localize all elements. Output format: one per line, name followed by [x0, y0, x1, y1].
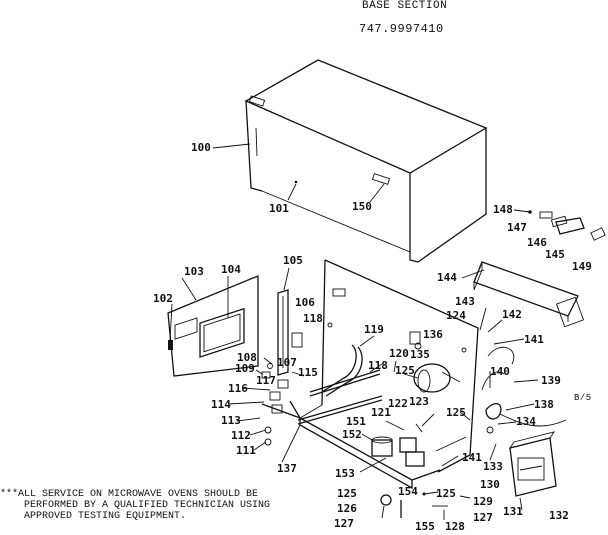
callout-119: 119	[364, 323, 384, 336]
callout-153: 153	[335, 467, 355, 480]
callout-117: 117	[256, 374, 276, 387]
callout-135: 135	[410, 348, 430, 361]
callout-140: 140	[490, 365, 510, 378]
callout-129: 129	[473, 495, 493, 508]
callout-136: 136	[423, 328, 443, 341]
callout-149: 149	[572, 260, 592, 273]
callout-131: 131	[503, 505, 523, 518]
callout-101: 101	[269, 202, 289, 215]
callout-126: 126	[337, 502, 357, 515]
callout-139: 139	[541, 374, 561, 387]
callout-100: 100	[191, 141, 211, 154]
callout-125d: 125	[436, 487, 456, 500]
callout-121: 121	[371, 406, 391, 419]
callout-130: 130	[480, 478, 500, 491]
callout-127b: 127	[473, 511, 493, 524]
callout-151: 151	[346, 415, 366, 428]
service-note-line-3: APPROVED TESTING EQUIPMENT.	[0, 511, 187, 522]
callout-102: 102	[153, 292, 173, 305]
duct-drawing	[321, 344, 363, 397]
callout-148: 148	[493, 203, 513, 216]
callout-134: 134	[516, 415, 536, 428]
callout-103: 103	[184, 265, 204, 278]
callout-112: 112	[231, 429, 251, 442]
callout-141a: 141	[524, 333, 544, 346]
magnetron-drawing	[409, 331, 461, 393]
transformer-drawing	[508, 431, 557, 497]
callout-144: 144	[437, 271, 457, 284]
page-reference: B/5	[574, 393, 592, 403]
callout-125a: 125	[395, 364, 415, 377]
base-frame-drawing	[289, 259, 479, 490]
callout-107: 107	[277, 356, 297, 369]
callout-145: 145	[545, 248, 565, 261]
callout-125b: 125	[446, 406, 466, 419]
callout-154: 154	[398, 485, 418, 498]
latch-strip-drawing	[277, 289, 303, 376]
callout-109: 109	[235, 362, 255, 375]
callout-143: 143	[455, 295, 475, 308]
callout-125c: 125	[337, 487, 357, 500]
callout-120: 120	[389, 347, 409, 360]
outer-cabinet-drawing	[244, 59, 488, 263]
thermal-parts-drawing	[371, 423, 425, 467]
callout-115: 115	[298, 366, 318, 379]
callout-111: 111	[236, 444, 256, 457]
callout-118b: 118	[368, 359, 388, 372]
callout-133: 133	[483, 460, 503, 473]
callout-113: 113	[221, 414, 241, 427]
model-number: 747.9997410	[359, 22, 444, 36]
filter-board-drawing	[473, 210, 606, 328]
callout-104: 104	[221, 263, 241, 276]
callout-127a: 127	[334, 517, 354, 530]
callout-142: 142	[502, 308, 522, 321]
service-note-line-1: ***ALL SERVICE ON MICROWAVE OVENS SHOULD…	[0, 489, 259, 500]
callout-118a: 118	[303, 312, 323, 325]
callout-141b: 141	[462, 451, 482, 464]
callout-146: 146	[527, 236, 547, 249]
callout-114: 114	[211, 398, 231, 411]
callout-132: 132	[549, 509, 569, 522]
wire-harness-drawing	[481, 346, 567, 434]
callout-155: 155	[415, 520, 435, 533]
section-title: BASE SECTION	[362, 0, 448, 12]
callout-123: 123	[409, 395, 429, 408]
callout-116a: 116	[228, 382, 248, 395]
callout-128: 128	[445, 520, 465, 533]
callout-124: 124	[446, 309, 466, 322]
callout-108: 108	[237, 351, 257, 364]
callout-150: 150	[352, 200, 372, 213]
service-note-line-2: PERFORMED BY A QUALIFIED TECHNICIAN USIN…	[0, 500, 271, 511]
callout-105: 105	[283, 254, 303, 267]
callout-137: 137	[277, 462, 297, 475]
callout-106: 106	[295, 296, 315, 309]
callout-138: 138	[534, 398, 554, 411]
small-parts-left	[261, 363, 289, 446]
leader-lines	[169, 143, 539, 499]
callout-152: 152	[342, 428, 362, 441]
rods-drawing	[261, 369, 383, 425]
callout-147: 147	[507, 221, 527, 234]
callout-122: 122	[388, 397, 408, 410]
